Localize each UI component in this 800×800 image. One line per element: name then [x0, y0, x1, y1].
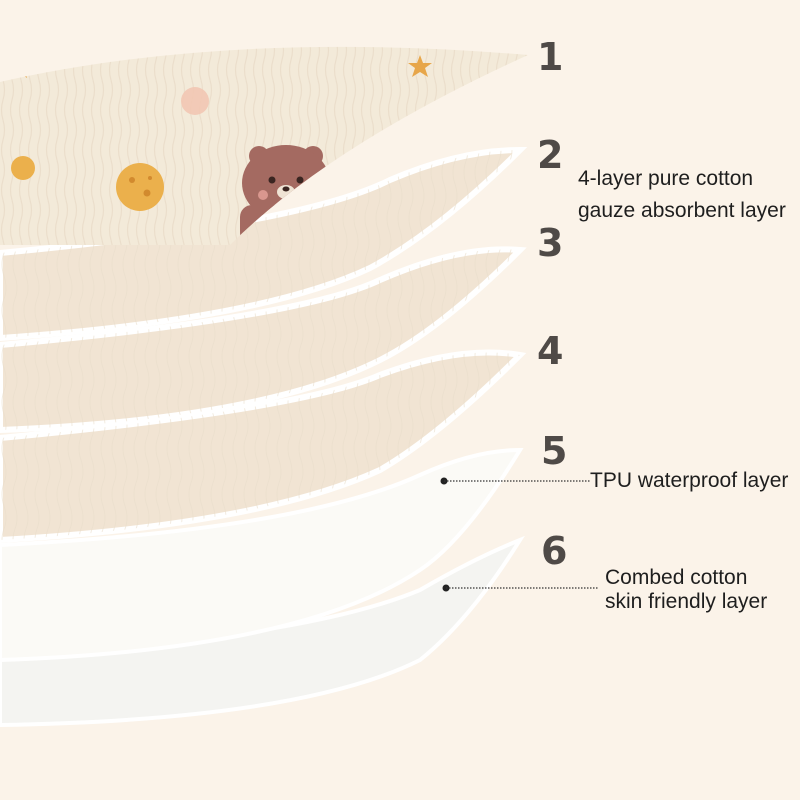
- layer-number-1: 1: [537, 35, 564, 79]
- combed-cotton-leader-line: [442, 584, 598, 592]
- dot-icon: [181, 87, 209, 115]
- combed-label-line-1: Combed cotton: [605, 566, 748, 589]
- combed-label-line-2: skin friendly layer: [605, 590, 768, 613]
- tpu-leader-line: [440, 477, 590, 485]
- layer-number-4: 4: [537, 329, 564, 373]
- layer-number-6: 6: [541, 529, 568, 573]
- absorbent-label-line-2: gauze absorbent layer: [578, 199, 786, 222]
- star-icon: [408, 55, 432, 77]
- absorbent-layer-label: 4-layer pure cotton gauze absorbent laye…: [578, 163, 786, 227]
- star-icon: [9, 57, 31, 78]
- planet-icon: [116, 163, 164, 211]
- layer-number-3: 3: [537, 221, 564, 265]
- combed-cotton-layer-label: Combed cotton skin friendly layer: [605, 566, 767, 614]
- absorbent-label-line-1: 4-layer pure cotton: [578, 167, 754, 190]
- tpu-layer-label: TPU waterproof layer: [590, 469, 789, 492]
- layer-number-5: 5: [541, 429, 568, 473]
- tpu-layer: [0, 447, 524, 663]
- dot-icon: [11, 156, 35, 180]
- layer-number-2: 2: [537, 133, 564, 177]
